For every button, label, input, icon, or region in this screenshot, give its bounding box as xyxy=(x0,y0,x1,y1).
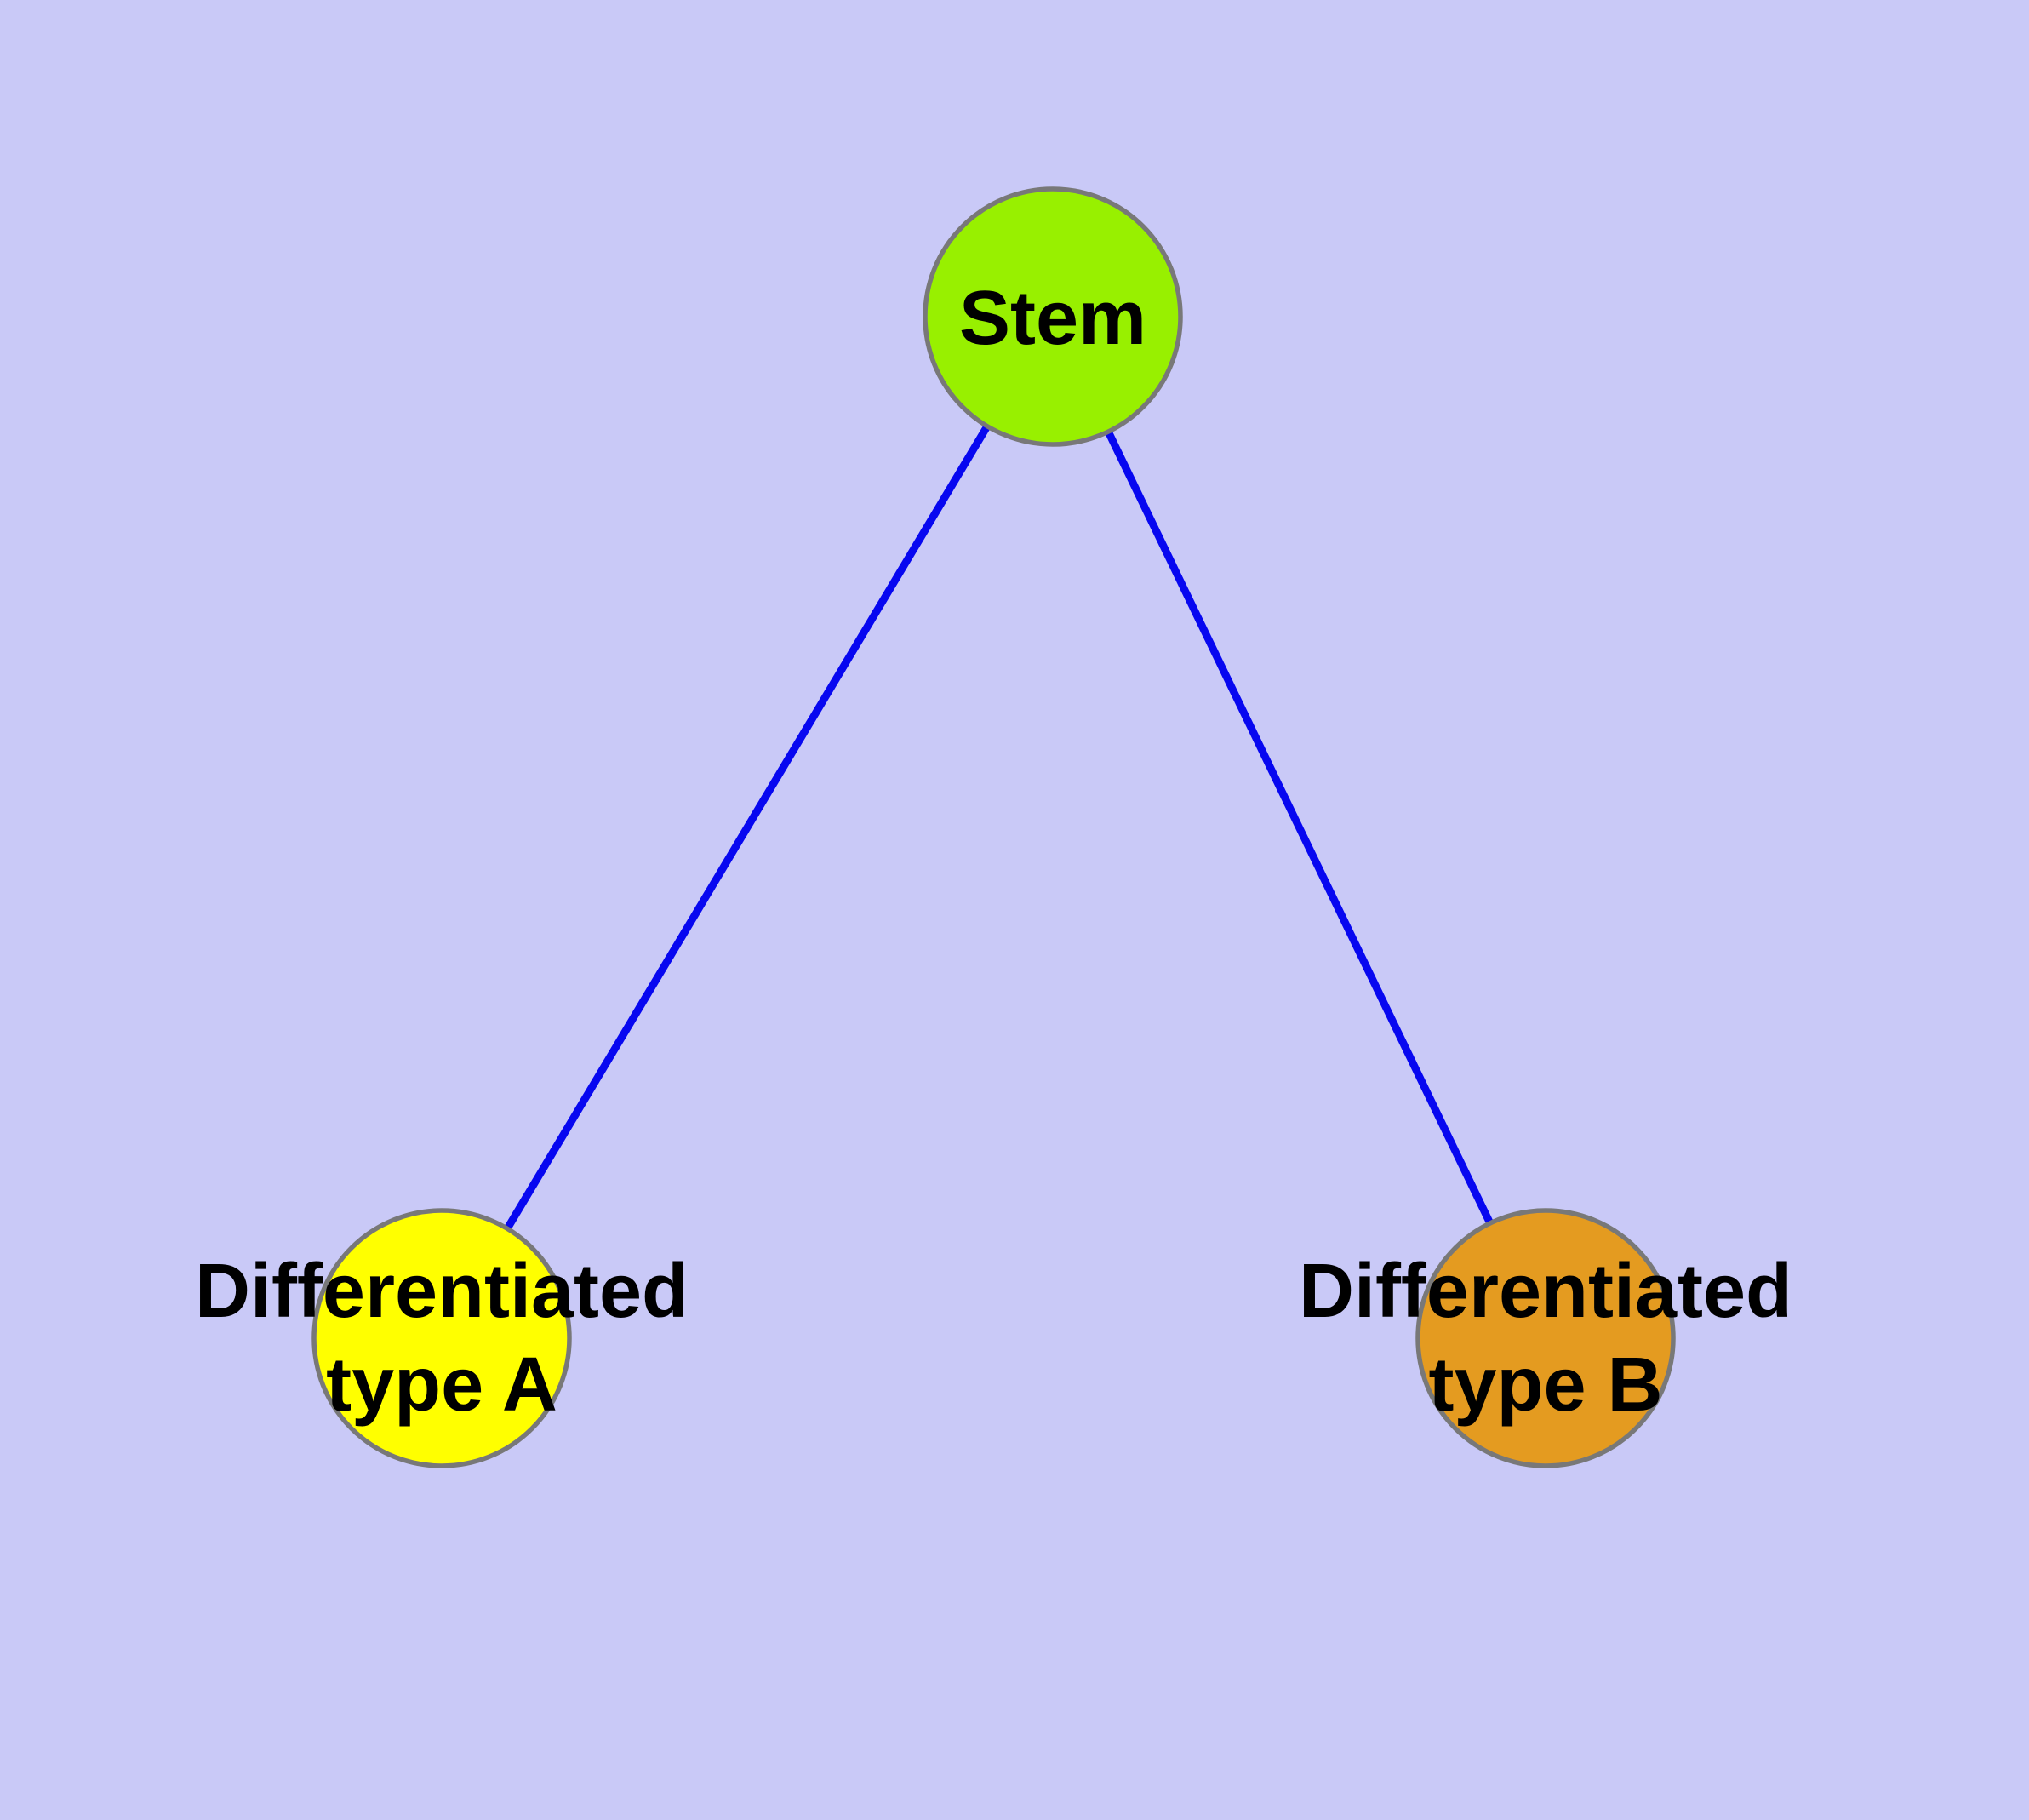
node-type-b-circle xyxy=(1415,1208,1676,1468)
node-differentiated-type-b: Differentiated type B xyxy=(1299,1208,1792,1468)
node-stem-label: Stem xyxy=(959,276,1146,361)
node-type-a-circle xyxy=(311,1208,572,1468)
node-type-b-label-line2: type B xyxy=(1428,1342,1662,1428)
edge-stem-to-type-b xyxy=(1049,315,1550,1340)
node-type-b-label-line1: Differentiated xyxy=(1299,1249,1792,1334)
edge-stem-to-type-a xyxy=(438,314,1056,1341)
node-stem: Stem xyxy=(923,186,1183,447)
node-stem-circle xyxy=(923,186,1183,447)
node-type-a-label-line2: type A xyxy=(326,1342,557,1428)
node-differentiated-type-a: Differentiated type A xyxy=(195,1208,689,1468)
node-type-a-label-line1: Differentiated xyxy=(195,1249,689,1334)
